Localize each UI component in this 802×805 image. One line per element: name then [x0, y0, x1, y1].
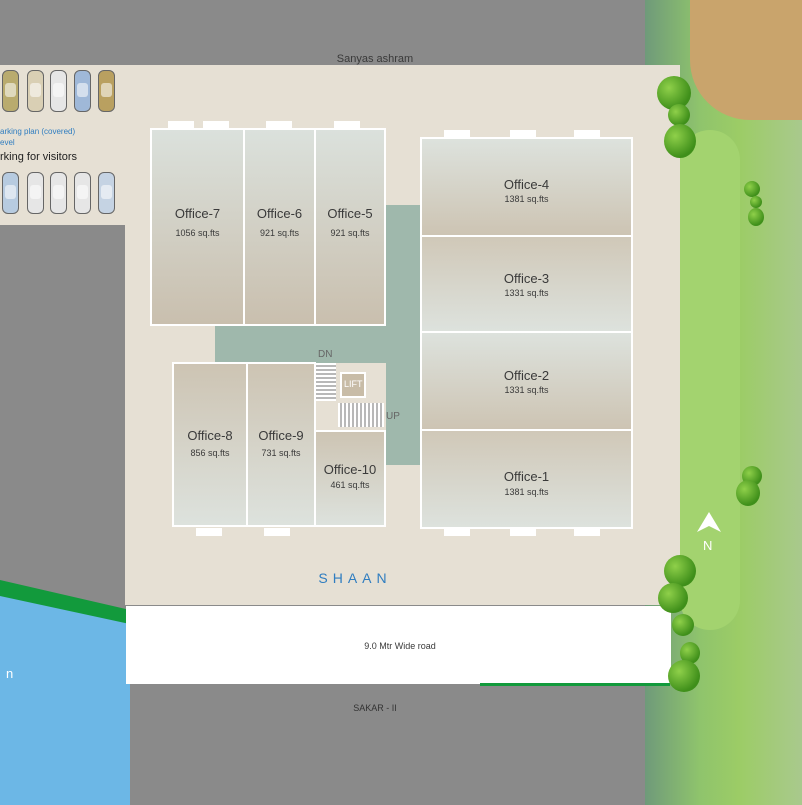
office-name: Office-6 — [256, 206, 303, 221]
office-4[interactable]: Office-4 1381 sq.fts — [420, 137, 633, 237]
tree — [664, 555, 696, 587]
tree — [750, 196, 762, 208]
road-edge — [480, 683, 670, 686]
office-area: 1056 sq.fts — [175, 228, 220, 238]
office-7[interactable]: Office-7 1056 sq.fts — [150, 128, 245, 326]
office-name: Office-4 — [503, 177, 550, 192]
window — [196, 528, 222, 536]
office-area: 1331 sq.fts — [504, 385, 549, 395]
office-area: 921 sq.fts — [330, 228, 370, 238]
level-label: evel — [0, 138, 15, 147]
window — [264, 528, 290, 536]
office-name: Office-2 — [503, 368, 550, 383]
office-5[interactable]: Office-5 921 sq.fts — [314, 128, 386, 326]
tree — [736, 480, 760, 506]
car — [74, 70, 91, 112]
office-8[interactable]: Office-8 856 sq.fts — [172, 362, 248, 527]
tree — [680, 642, 700, 664]
office-area: 1381 sq.fts — [504, 194, 549, 204]
car — [74, 172, 91, 214]
window — [168, 121, 194, 129]
lift — [340, 372, 366, 398]
office-area: 856 sq.fts — [190, 448, 230, 458]
stairs-up-label: UP — [386, 411, 400, 422]
office-name: Office-3 — [503, 271, 550, 286]
office-name: Office-7 — [174, 206, 221, 221]
window — [444, 130, 470, 138]
car — [98, 172, 115, 214]
office-9[interactable]: Office-9 731 sq.fts — [246, 362, 316, 527]
office-3[interactable]: Office-3 1331 sq.fts — [420, 235, 633, 333]
tree — [658, 583, 688, 613]
window — [574, 130, 600, 138]
office-1[interactable]: Office-1 1381 sq.fts — [420, 429, 633, 529]
office-area: 921 sq.fts — [259, 228, 300, 238]
water-label: n — [6, 666, 14, 681]
car — [27, 70, 44, 112]
stairs-down-label: DN — [318, 349, 333, 360]
north-label: N — [703, 538, 713, 553]
office-10[interactable]: Office-10 461 sq.fts — [314, 430, 386, 527]
window — [444, 528, 470, 536]
office-name: Office-1 — [503, 469, 550, 484]
car — [50, 172, 67, 214]
building-name: SHAAN — [318, 570, 392, 586]
stairs-down — [316, 363, 336, 401]
window — [203, 121, 229, 129]
office-name: Office-10 — [323, 462, 377, 477]
car — [50, 70, 67, 112]
car — [2, 70, 19, 112]
office-name: Office-5 — [327, 206, 373, 221]
car — [98, 70, 115, 112]
tree — [672, 614, 694, 636]
grass-strip — [680, 130, 740, 630]
covered-parking-label: arking plan (covered) — [0, 127, 76, 136]
lift-label: LIFT — [344, 379, 363, 389]
window — [334, 121, 360, 129]
north-arrow-icon — [697, 512, 721, 532]
main-road-label: 9.0 Mtr Wide road — [364, 641, 436, 651]
visitor-parking-label: rking for visitors — [0, 151, 78, 163]
top-road-label: Sanyas ashram — [336, 53, 414, 65]
sand-area — [690, 0, 802, 120]
tree — [668, 660, 700, 692]
stairs-up — [338, 403, 384, 427]
window — [574, 528, 600, 536]
window — [266, 121, 292, 129]
office-area: 461 sq.fts — [330, 480, 370, 490]
office-2[interactable]: Office-2 1331 sq.fts — [420, 331, 633, 431]
office-area: 731 sq.fts — [261, 448, 301, 458]
window — [510, 528, 536, 536]
office-name: Office-9 — [258, 428, 304, 443]
bottom-road-label: SAKAR - II — [353, 703, 397, 713]
window — [510, 130, 536, 138]
tree — [668, 104, 690, 126]
corridor-horizontal — [215, 325, 420, 363]
main-road — [126, 606, 671, 684]
office-name: Office-8 — [187, 428, 233, 443]
tree — [664, 124, 696, 158]
tree — [748, 208, 764, 226]
car — [2, 172, 19, 214]
office-area: 1331 sq.fts — [504, 288, 549, 298]
tree — [744, 181, 760, 197]
car — [27, 172, 44, 214]
office-6[interactable]: Office-6 921 sq.fts — [243, 128, 316, 326]
water-body — [0, 580, 130, 805]
office-area: 1381 sq.fts — [504, 487, 549, 497]
